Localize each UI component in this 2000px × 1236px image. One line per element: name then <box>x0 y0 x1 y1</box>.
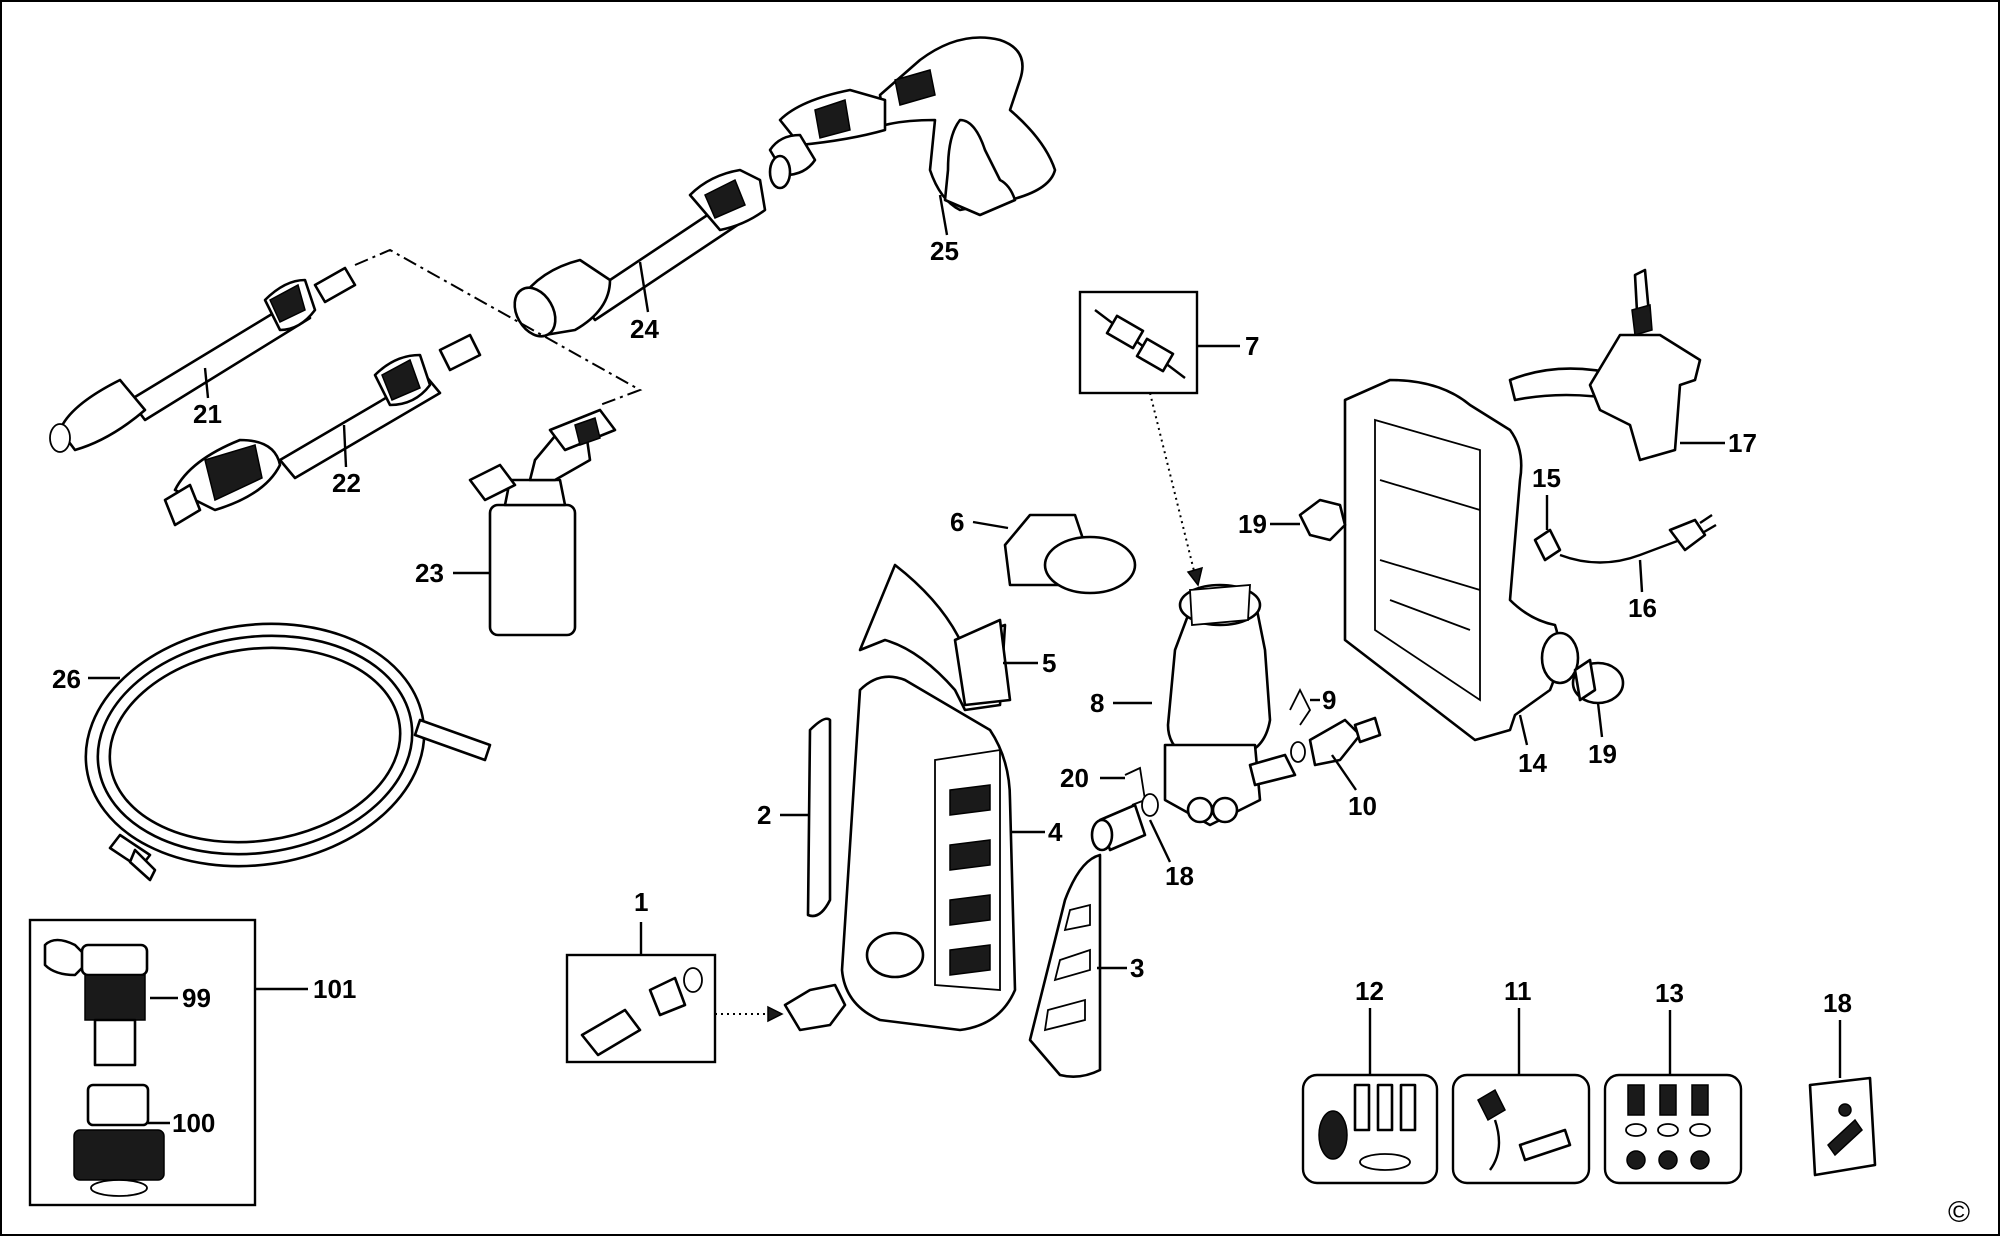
part-11-switch-kit <box>1477 1088 1572 1171</box>
label-9: 9 <box>1322 685 1336 715</box>
part-13-seal-kit <box>1625 1084 1711 1170</box>
part-19-knob-a <box>1298 498 1347 542</box>
part-7-carbon-brushes <box>1094 309 1186 379</box>
label-3: 3 <box>1130 953 1144 983</box>
label-5: 5 <box>1042 648 1056 678</box>
part-16-power-cord <box>1559 514 1717 564</box>
label-10: 10 <box>1348 791 1377 821</box>
label-22: 22 <box>332 468 361 498</box>
label-18b: 18 <box>1823 988 1852 1018</box>
part-99-connector <box>43 938 149 1067</box>
label-8: 8 <box>1090 688 1104 718</box>
label-21: 21 <box>193 399 222 429</box>
label-20: 20 <box>1060 763 1089 793</box>
label-25: 25 <box>930 236 959 266</box>
box-11 <box>1451 1073 1591 1185</box>
part-100-tap-adaptor <box>73 1083 165 1197</box>
label-1: 1 <box>634 887 648 917</box>
part-inlet-fitting <box>783 983 847 1032</box>
label-101: 101 <box>313 974 356 1004</box>
part-8-motor-pump <box>1163 583 1297 827</box>
part-18-inlet-nipple <box>1090 793 1159 852</box>
part-10-outlet-fitting <box>1290 716 1382 767</box>
part-3-side-panel <box>1028 853 1102 1078</box>
part-4-front-housing <box>840 675 1017 1032</box>
label-12: 12 <box>1355 976 1384 1006</box>
label-15: 15 <box>1532 463 1561 493</box>
part-18-grease-packet <box>1808 1076 1877 1177</box>
label-4: 4 <box>1048 817 1063 847</box>
part-20-clip <box>1124 766 1147 806</box>
part-9-clip <box>1289 687 1312 726</box>
part-22-variable-lance <box>163 333 482 527</box>
box-101 <box>28 918 257 1207</box>
part-23-detergent-bottle <box>468 408 617 637</box>
part-24-lance <box>513 154 792 338</box>
label-99: 99 <box>182 983 211 1013</box>
label-100: 100 <box>172 1108 215 1138</box>
label-17: 17 <box>1728 428 1757 458</box>
box-13 <box>1603 1073 1743 1185</box>
label-16: 16 <box>1628 593 1657 623</box>
label-11: 11 <box>1504 976 1532 1006</box>
label-2: 2 <box>757 800 771 830</box>
label-23: 23 <box>415 558 444 588</box>
part-2-side-rail <box>806 717 832 918</box>
part-6-cap <box>1003 513 1137 595</box>
part-1-inlet-kit <box>580 967 703 1057</box>
part-21-nozzle-lance <box>49 266 357 453</box>
part-25-trigger-gun <box>768 36 1057 217</box>
label-13: 13 <box>1655 978 1684 1008</box>
part-14-rear-frame <box>1343 378 1580 742</box>
part-5-handle <box>858 563 1012 712</box>
label-6: 6 <box>950 507 964 537</box>
part-19-knob-b <box>1571 658 1625 705</box>
label-18a: 18 <box>1165 861 1194 891</box>
label-7: 7 <box>1245 331 1259 361</box>
label-19a: 19 <box>1238 509 1267 539</box>
label-14: 14 <box>1518 748 1547 778</box>
label-19b: 19 <box>1588 739 1617 769</box>
copyright-mark: © <box>1948 1196 1970 1229</box>
part-17-gun-holder <box>1508 268 1702 462</box>
part-15-cord-clamp <box>1533 528 1562 562</box>
label-24: 24 <box>630 314 659 344</box>
label-26: 26 <box>52 664 81 694</box>
box-7 <box>1078 290 1199 395</box>
part-26-hose <box>84 622 492 882</box>
part-12-valve-kit <box>1318 1083 1417 1171</box>
